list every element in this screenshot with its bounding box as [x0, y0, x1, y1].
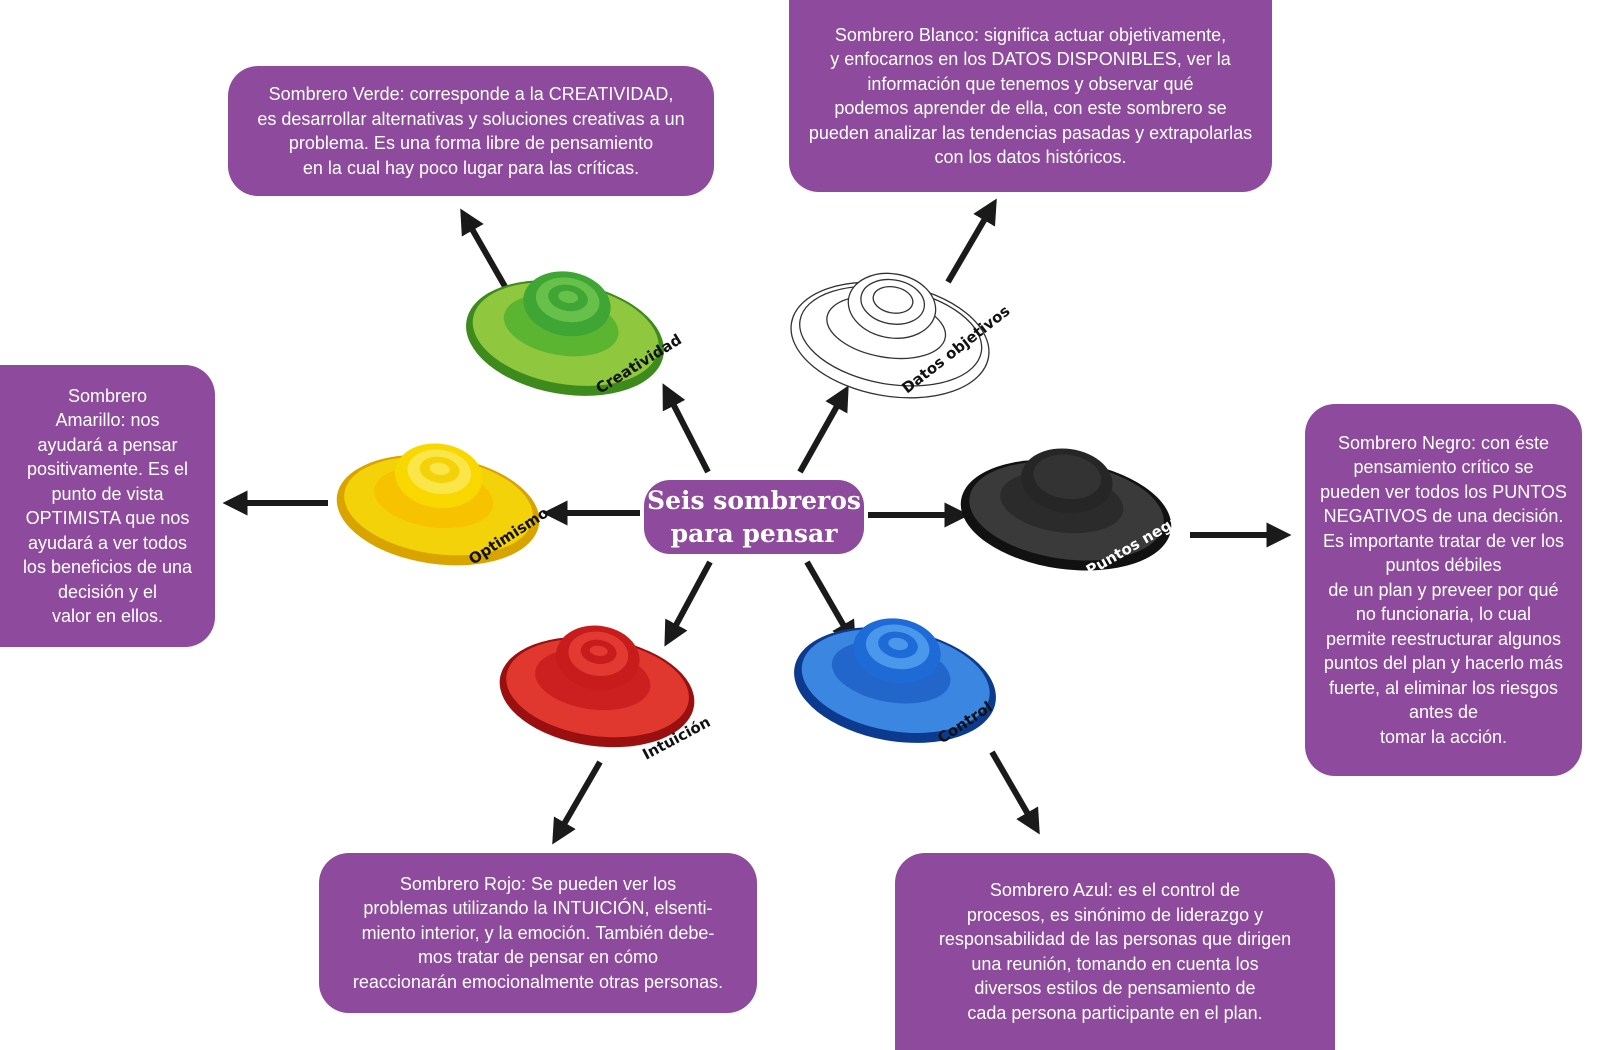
white-hat: [790, 272, 990, 399]
arrow-white-hat-to-box: [945, 198, 997, 284]
arrow-center-to-blue-hat: [804, 560, 856, 647]
yellow-hat: [336, 443, 540, 566]
arrow-green-hat-to-box: [460, 208, 510, 292]
green-hat: [466, 271, 664, 396]
arrow-center-to-red-hat: [664, 560, 713, 647]
black-hat-description: Sombrero Negro: con éste pensamiento crí…: [1305, 404, 1582, 776]
arrow-red-hat-to-box: [552, 760, 603, 845]
yellow-hat-description: Sombrero Amarillo: nos ayudará a pensar …: [0, 365, 215, 647]
arrow-center-to-white-hat: [797, 385, 849, 474]
arrow-center-to-green-hat: [662, 383, 711, 474]
blue-hat: [794, 618, 996, 743]
green-hat-description: Sombrero Verde: corresponde a la CREATIV…: [228, 66, 714, 196]
red-hat: [499, 625, 695, 748]
black-hat: [960, 448, 1172, 571]
center-title: Seis sombreros para pensar: [644, 480, 864, 554]
white-hat-description: Sombrero Blanco: significa actuar objeti…: [789, 0, 1272, 192]
arrow-blue-hat-to-box: [989, 750, 1040, 835]
red-hat-description: Sombrero Rojo: Se pueden ver los problem…: [319, 853, 757, 1013]
blue-hat-description: Sombrero Azul: es el control de procesos…: [895, 853, 1335, 1050]
